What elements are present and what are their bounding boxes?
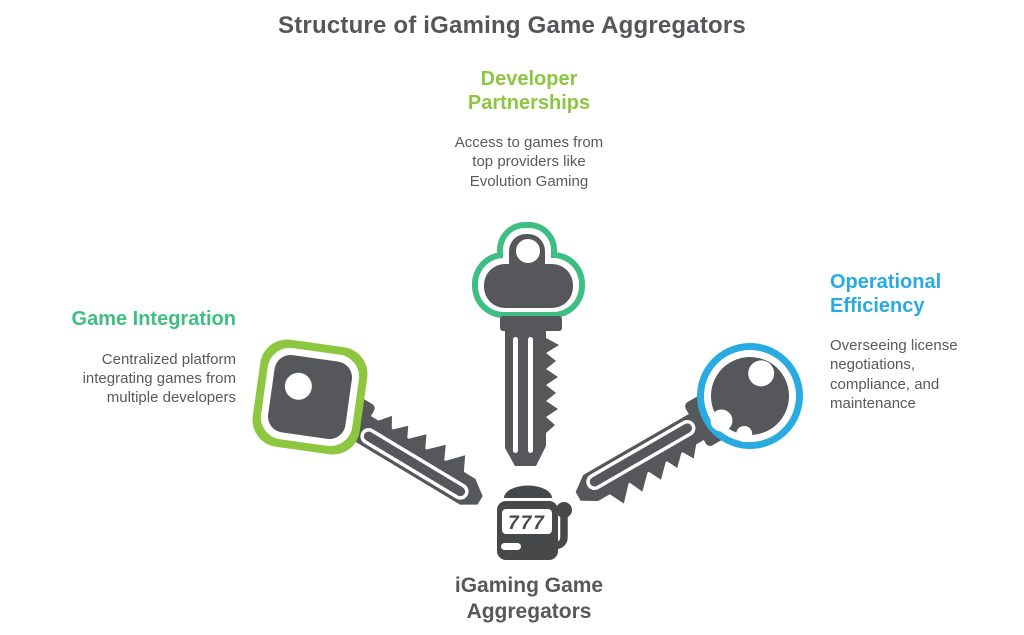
- slot-machine-icon: 777: [497, 485, 572, 560]
- center-label: iGaming Game Aggregators: [454, 574, 604, 624]
- key-icon-blue: [575, 343, 803, 504]
- branch-heading-game-integration: Game Integration: [71, 308, 236, 330]
- key-icon-lime: [252, 339, 483, 505]
- branch-heading-operational-efficiency: Operational Efficiency: [830, 271, 942, 317]
- key-icon-emerald: [472, 222, 585, 466]
- page-title: Structure of iGaming Game Aggregators: [278, 12, 746, 39]
- branch-heading-developer-partnerships: Developer Partnerships: [467, 68, 591, 114]
- slot-display-text: 777: [508, 513, 546, 534]
- branch-description-operational-efficiency: Overseeing license negotiations, complia…: [830, 337, 958, 412]
- branch-game-integration: Game Integration Centralized platform in…: [26, 308, 236, 407]
- branch-description-developer-partnerships: Access to games from top providers like …: [454, 134, 604, 190]
- branch-developer-partnerships: Developer Partnerships Access to games f…: [444, 68, 614, 191]
- branch-description-game-integration: Centralized platform integrating games f…: [82, 350, 236, 406]
- branch-operational-efficiency: Operational Efficiency Overseeing licens…: [830, 271, 972, 413]
